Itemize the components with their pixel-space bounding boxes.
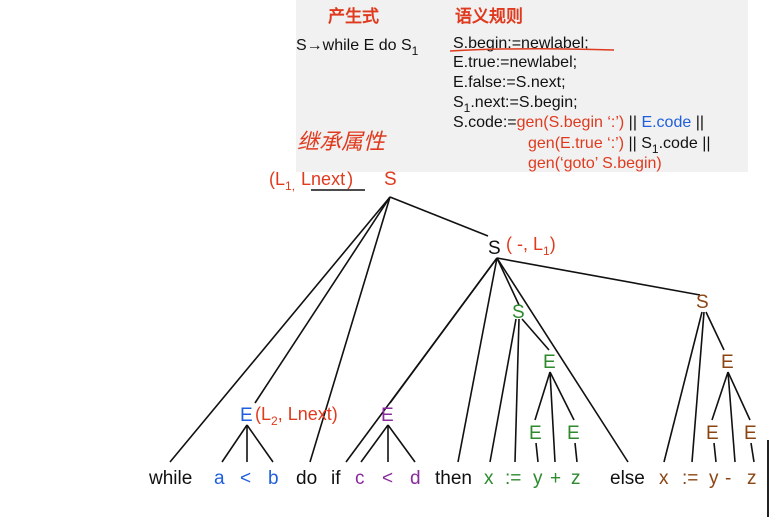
production-rule: S→while E do S1 (296, 37, 419, 58)
rule-underline (449, 47, 615, 52)
token-while: while (148, 468, 192, 489)
tree-node-else-s: S (696, 292, 709, 313)
rule-s-begin: S.begin:=newlabel; (453, 35, 589, 52)
token-y-then: y (533, 468, 543, 489)
rule-s-code-line3: gen(‘goto’ S.begin) (528, 155, 662, 172)
rule-s-code: S.code:=gen(S.begin ‘:’) || E.code || (453, 114, 704, 131)
rule-s-code-line2: gen(E.true ‘:’) || S1.code || (528, 135, 711, 156)
tree-node-then-e-right: E (567, 423, 580, 444)
tree-node-then-e-left: E (529, 423, 542, 444)
token-if: if (331, 468, 341, 489)
token-less-than-2: < (382, 468, 393, 489)
token-less-than-1: < (240, 468, 251, 489)
token-assign-then: := (505, 468, 521, 489)
token-then: then (435, 468, 472, 489)
semantic-rules-header: 语义规则 (455, 6, 523, 27)
slide-edge-line (767, 440, 769, 517)
token-minus: - (725, 468, 731, 489)
tree-node-root-s: S (384, 169, 397, 190)
tree-node-while-e: E (240, 405, 253, 426)
semantic-rule-panel (296, 0, 748, 172)
token-x-else: x (659, 468, 669, 489)
tree-node-else-e-right: E (744, 423, 757, 444)
production-header: 产生式 (328, 6, 379, 27)
token-assign-else: := (682, 468, 698, 489)
token-b: b (268, 468, 279, 489)
token-do: do (296, 468, 317, 489)
tree-node-if-e: E (381, 405, 394, 426)
inherited-attribute-note: 继承属性 (297, 130, 387, 155)
rule-s1-next: S1.next:=S.begin; (453, 94, 578, 115)
tree-node-else-e: E (721, 352, 734, 373)
tree-node-then-e: E (543, 352, 556, 373)
token-x-then: x (484, 468, 494, 489)
e-inherited-attribute: (L2, Lnext) (255, 404, 338, 428)
token-c: c (355, 468, 365, 489)
tree-edges (169, 196, 755, 463)
token-plus: + (550, 468, 561, 489)
token-z-then: z (571, 468, 581, 489)
token-else: else (610, 468, 645, 489)
token-row: while a < b do if c < d then x := y + z … (148, 468, 757, 489)
tree-node-s1: S (488, 238, 501, 259)
rule-e-false: E.false:=S.next; (453, 74, 566, 91)
token-z-else: z (747, 468, 757, 489)
tree-node-then-s: S (512, 302, 525, 323)
rule-e-true: E.true:=newlabel; (453, 54, 577, 71)
root-inherited-attribute: (L1,Lnext) (269, 169, 353, 193)
token-d: d (410, 468, 421, 489)
tree-node-else-e-left: E (706, 423, 719, 444)
s1-inherited-attribute: ( -, L1) (506, 234, 556, 258)
token-y-else: y (709, 468, 719, 489)
token-a: a (214, 468, 225, 489)
